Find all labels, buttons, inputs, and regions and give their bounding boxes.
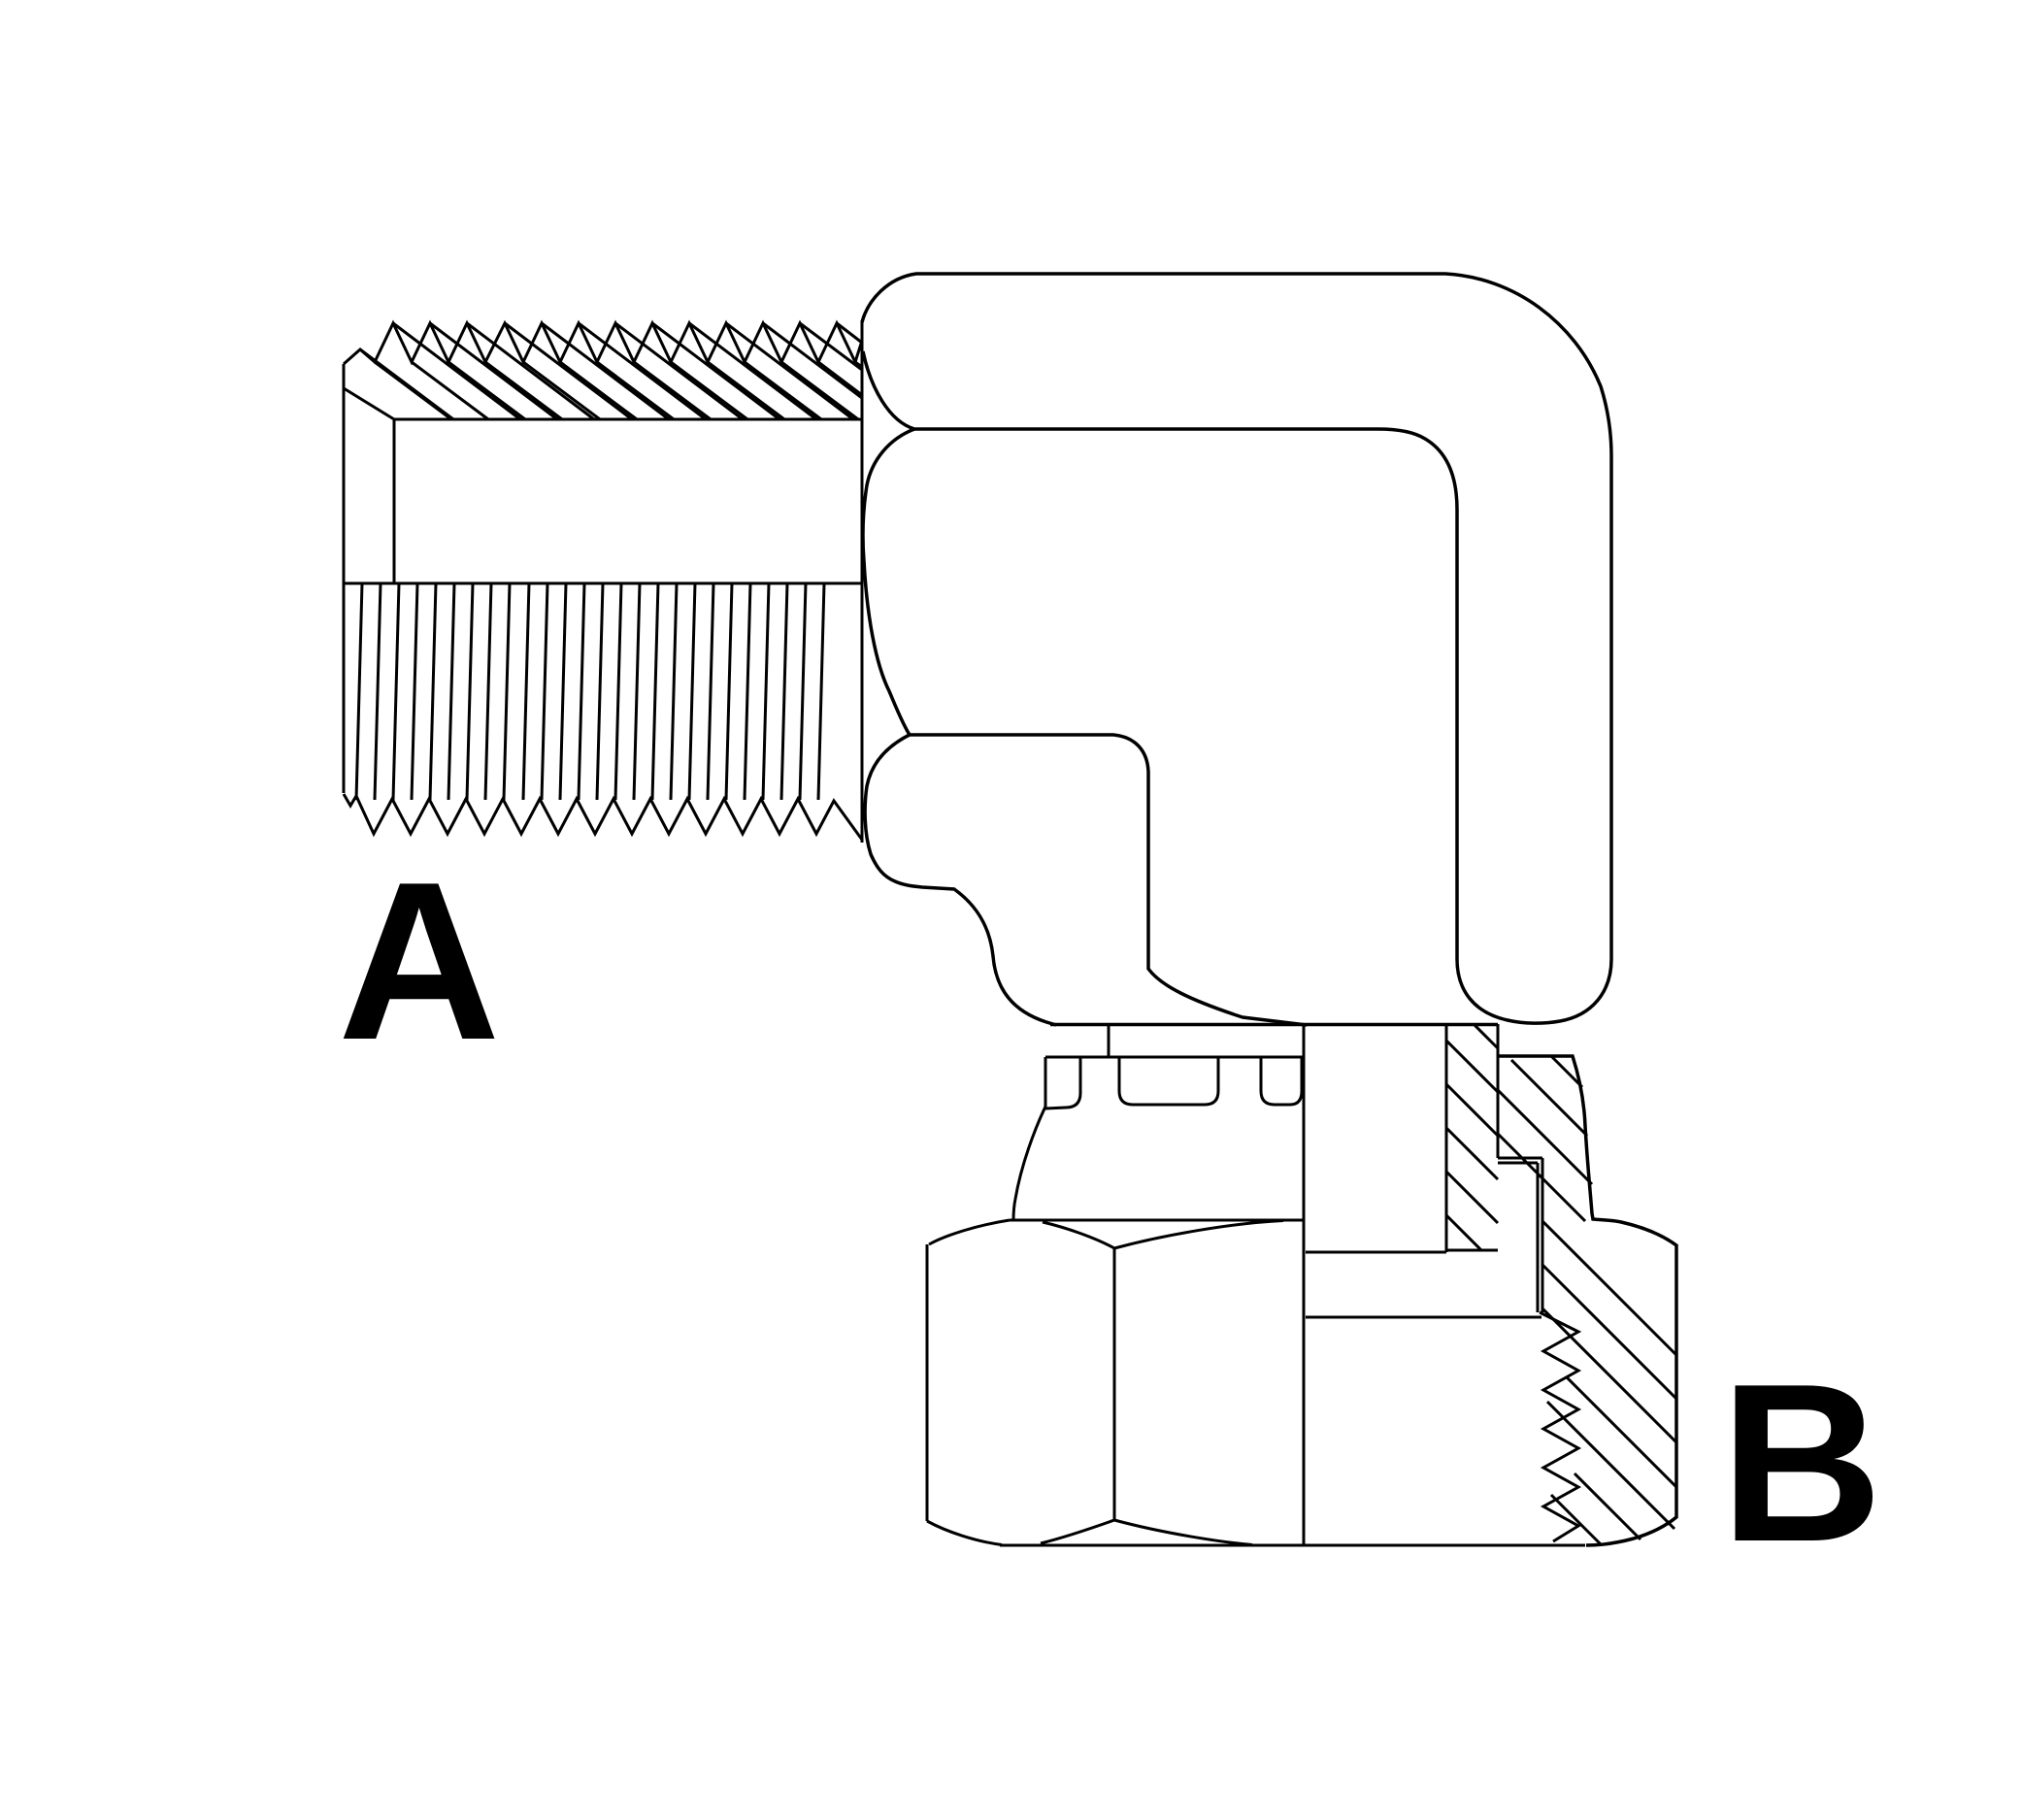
stem-wall-hatch: [1444, 1022, 1500, 1252]
port-labels: A B: [338, 836, 1883, 1589]
retainer-lip-edge: [1536, 1158, 1544, 1312]
elbow-body: [860, 272, 1613, 1027]
nut-section: [1306, 1022, 1678, 1547]
hex-bottom-mid-bevel: [1040, 1518, 1253, 1546]
retainer-lip-step: [1498, 1156, 1542, 1165]
swivel-collar: [1011, 1025, 1448, 1545]
female-thread-zigzag: [1539, 1310, 1582, 1543]
thread-flank-hatch-valleys: [374, 360, 863, 421]
nut-section-hatch: [1496, 1054, 1678, 1547]
label-port-a: A: [338, 836, 501, 1087]
body-lower-lobe-left: [863, 733, 1057, 1027]
thread-side-lines: [354, 582, 826, 801]
thread-bottom-zigzag: [342, 792, 864, 841]
nut-section-outline: [1498, 1054, 1678, 1547]
hex-top-left-bevel: [928, 1218, 1011, 1246]
swivel-nut-hex: [925, 1218, 1585, 1547]
collar-left-wall: [1011, 1057, 1047, 1221]
collar-slot-1: [1044, 1057, 1082, 1110]
body-outline: [860, 272, 1613, 1025]
collar-slot-3: [1259, 1057, 1304, 1107]
body-lower-lobe-right: [910, 733, 1308, 1027]
male-thread-port-a: [342, 319, 864, 843]
hex-bottom-left-bevel: [926, 1519, 1003, 1546]
label-port-b: B: [1720, 1338, 1883, 1589]
hex-top-mid-bevel: [1042, 1219, 1284, 1250]
thread-end-chamfer: [343, 386, 395, 421]
collar-slot-2: [1117, 1057, 1220, 1107]
body-left-lower-curve: [861, 427, 915, 736]
